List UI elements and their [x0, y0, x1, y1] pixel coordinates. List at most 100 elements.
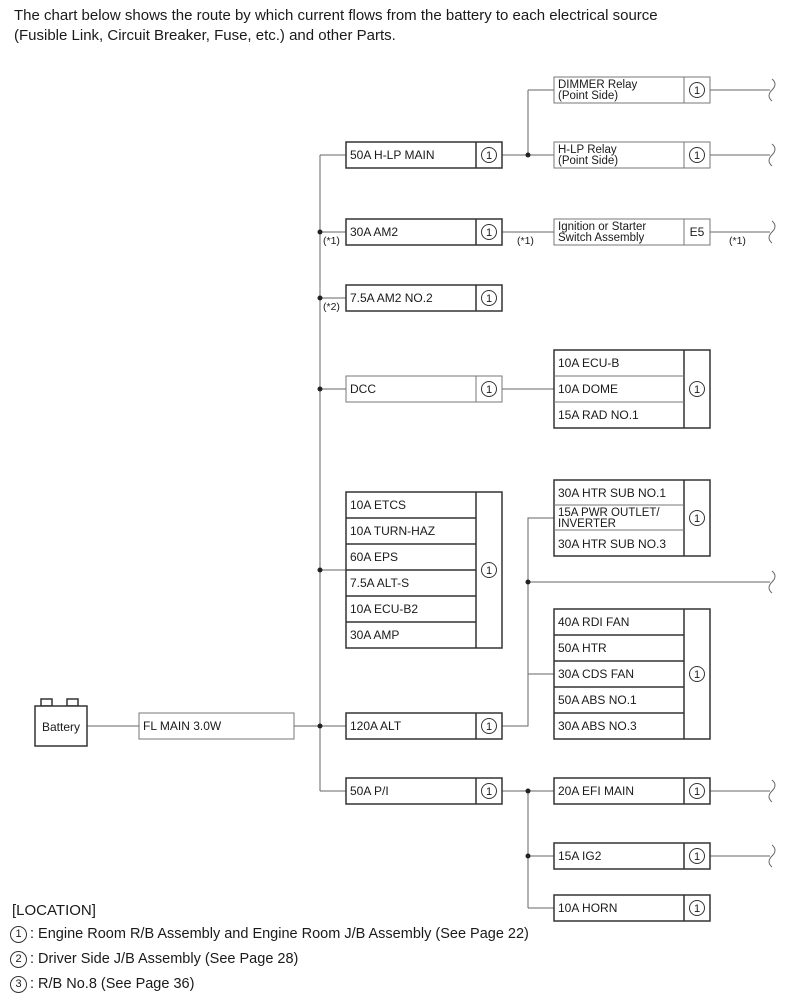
fuse-eps-label: 60A EPS	[350, 550, 398, 564]
location-number: 1	[486, 293, 492, 305]
fuse-am2-no2: 7.5A AM2 NO.2 1	[345, 284, 503, 312]
fuse-am2-label: 30A AM2	[350, 225, 398, 239]
fuse-horn: 10A HORN 1	[553, 894, 711, 922]
ignition-line2: Switch Assembly	[558, 232, 645, 244]
location-marker	[689, 82, 705, 98]
fl-main-box: FL MAIN 3.0W	[138, 712, 295, 740]
legend-number: 2	[10, 950, 27, 968]
fuse-rad-no1-label: 15A RAD NO.1	[558, 408, 639, 422]
fuse-hlp-main-label: 50A H-LP MAIN	[350, 148, 434, 162]
location-number: 1	[694, 786, 700, 798]
ignition-switch: Ignition or Starter Switch Assembly E5	[553, 218, 711, 246]
legend-text: : R/B No.8 (See Page 36)	[30, 976, 195, 992]
fuse-pwr-outlet-line1: 15A PWR OUTLET/	[558, 507, 660, 519]
fuse-ig2-label: 15A IG2	[558, 849, 602, 863]
note-ignition: (*1)	[729, 235, 746, 247]
location-marker	[689, 666, 705, 682]
location-number: 1	[486, 786, 492, 798]
junction-dots	[317, 152, 531, 859]
fuse-amp-label: 30A AMP	[350, 628, 399, 642]
fuse-dcc: DCC 1	[345, 375, 503, 403]
fuse-dcc-label: DCC	[350, 382, 376, 396]
fuse-pwr-outlet-line2: INVERTER	[558, 518, 616, 530]
location-marker	[481, 147, 497, 163]
fan-fuse-group: 40A RDI FAN 50A HTR 30A CDS FAN 50A ABS …	[553, 608, 711, 740]
battery: Battery	[34, 698, 88, 747]
hlp-relay-line1: H-LP Relay	[558, 144, 617, 156]
fuse-am2-no2-label: 7.5A AM2 NO.2	[350, 291, 433, 305]
location-marker	[481, 290, 497, 306]
fuse-hlp-main: 50A H-LP MAIN 1	[345, 141, 503, 169]
legend-number: 3	[10, 975, 27, 993]
location-marker	[689, 381, 705, 397]
dimmer-relay: DIMMER Relay (Point Side) 1	[553, 76, 711, 104]
location-number: 1	[694, 384, 700, 396]
location-number: 1	[694, 851, 700, 863]
hlp-relay-line2: (Point Side)	[558, 155, 618, 167]
location-marker	[689, 147, 705, 163]
location-marker	[481, 381, 497, 397]
ignition-connector: E5	[690, 225, 705, 239]
location-number: 1	[694, 150, 700, 162]
legend-item: 3: R/B No.8 (See Page 36)	[10, 972, 710, 997]
fuse-abs-no3-label: 30A ABS NO.3	[558, 719, 637, 733]
legend-text: : Driver Side J/B Assembly (See Page 28)	[30, 951, 299, 967]
location-marker	[481, 783, 497, 799]
dimmer-relay-line2: (Point Side)	[558, 90, 618, 102]
intro-line-1: The chart below shows the route by which…	[14, 7, 658, 24]
location-number: 1	[486, 721, 492, 733]
fuse-ecu-b2-label: 10A ECU-B2	[350, 602, 418, 616]
location-marker	[689, 783, 705, 799]
legend-item: 1: Engine Room R/B Assembly and Engine R…	[10, 922, 710, 947]
intro-line-2: (Fusible Link, Circuit Breaker, Fuse, et…	[14, 27, 396, 44]
location-number: 1	[694, 85, 700, 97]
wires	[87, 89, 770, 909]
hlp-relay: H-LP Relay (Point Side) 1	[553, 141, 711, 169]
dcc-fuse-group: 10A ECU-B 10A DOME 15A RAD NO.1 1	[553, 349, 711, 429]
location-marker	[689, 900, 705, 916]
fuse-pi: 50A P/I 1	[345, 777, 503, 805]
fuse-alt-s-label: 7.5A ALT-S	[350, 576, 409, 590]
location-number: 1	[694, 513, 700, 525]
fuse-dome-label: 10A DOME	[558, 382, 618, 396]
note-am2-right: (*1)	[517, 235, 534, 247]
location-number: 1	[694, 903, 700, 915]
location-marker	[689, 510, 705, 526]
fuse-am2: 30A AM2 1	[345, 218, 503, 246]
location-marker	[689, 848, 705, 864]
location-number: 1	[486, 150, 492, 162]
fuse-abs-no1-label: 50A ABS NO.1	[558, 693, 637, 707]
location-number: 1	[486, 565, 492, 577]
fuse-alt: 120A ALT 1	[345, 712, 503, 740]
location-number: 1	[694, 669, 700, 681]
fl-main-label: FL MAIN 3.0W	[143, 719, 222, 733]
fuse-htr-sub-no3-label: 30A HTR SUB NO.3	[558, 537, 666, 551]
fuse-htr-label: 50A HTR	[558, 641, 607, 655]
fuse-efi-main: 20A EFI MAIN 1	[553, 777, 711, 805]
fuse-etcs-label: 10A ETCS	[350, 498, 406, 512]
htr-fuse-group: 30A HTR SUB NO.1 15A PWR OUTLET/ INVERTE…	[553, 479, 711, 557]
location-number: 1	[486, 227, 492, 239]
fuse-rdi-fan-label: 40A RDI FAN	[558, 615, 629, 629]
legend-title: [LOCATION]	[12, 902, 96, 919]
fuse-turn-haz-label: 10A TURN-HAZ	[350, 524, 435, 538]
fuse-efi-main-label: 20A EFI MAIN	[558, 784, 634, 798]
location-marker	[481, 718, 497, 734]
fuse-htr-sub-no1-label: 30A HTR SUB NO.1	[558, 486, 666, 500]
location-legend: [LOCATION] 1: Engine Room R/B Assembly a…	[10, 902, 710, 997]
fuse-cds-fan-label: 30A CDS FAN	[558, 667, 634, 681]
dimmer-relay-line1: DIMMER Relay	[558, 79, 637, 91]
fuse-ecu-b-label: 10A ECU-B	[558, 356, 619, 370]
battery-label: Battery	[42, 720, 80, 734]
note-am2-no2: (*2)	[323, 301, 340, 313]
legend-text: : Engine Room R/B Assembly and Engine Ro…	[30, 926, 529, 942]
fuse-group-etcs: 10A ETCS 10A TURN-HAZ 60A EPS 7.5A ALT-S…	[345, 491, 503, 649]
fuse-alt-label: 120A ALT	[350, 719, 402, 733]
note-am2-left: (*1)	[323, 235, 340, 247]
fuse-pi-label: 50A P/I	[350, 784, 389, 798]
location-marker	[481, 224, 497, 240]
ignition-line1: Ignition or Starter	[558, 221, 646, 233]
wire-end-marks	[768, 78, 776, 868]
fuse-ig2: 15A IG2 1	[553, 842, 711, 870]
